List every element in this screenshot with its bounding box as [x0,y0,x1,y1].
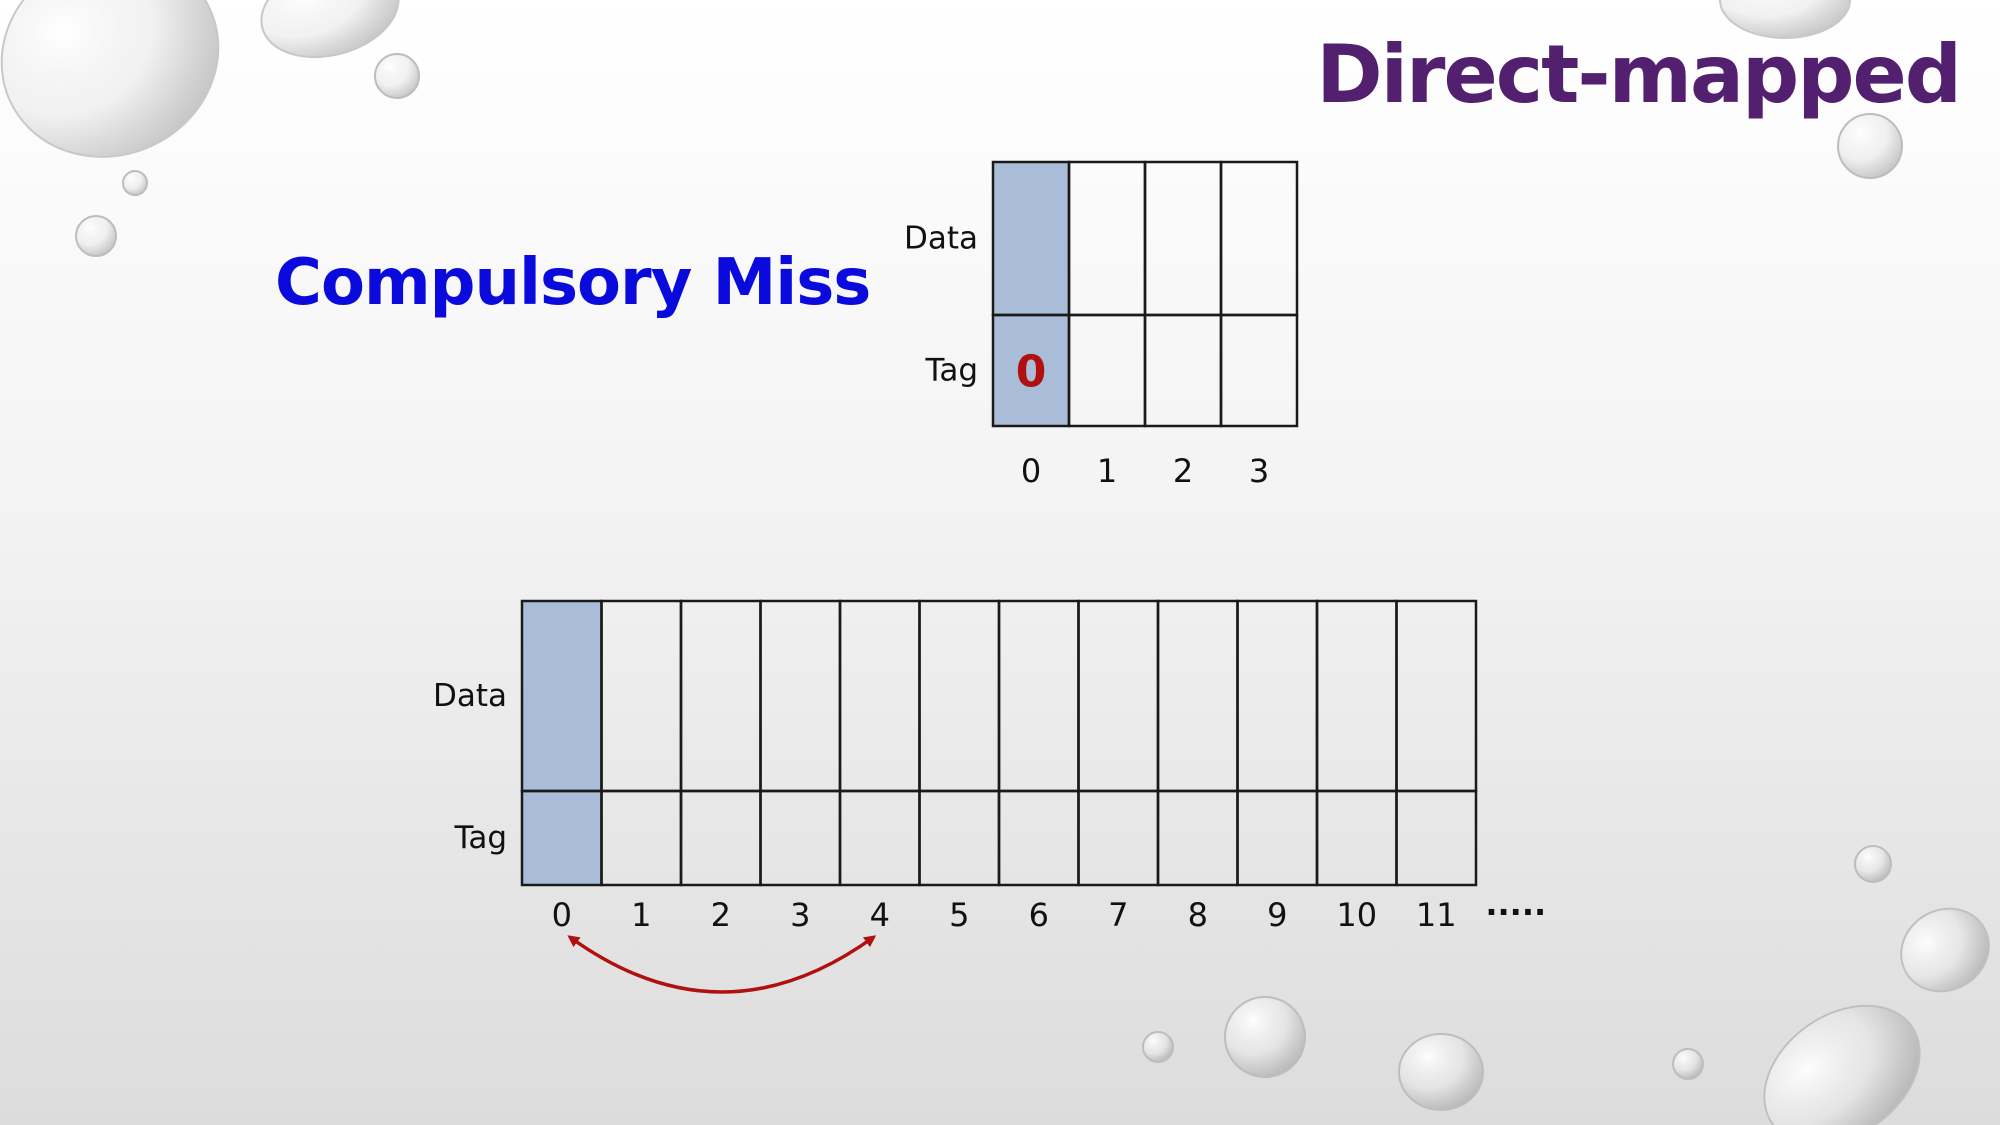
slide-title: Direct-mapped [1316,28,1962,121]
memory-diagram: 0 1 2 3 4 5 6 7 8 9 10 11 DataTag..... [433,599,1546,934]
memory-tag-cell [1236,789,1319,887]
memory-tag-row-label: Tag [454,820,507,856]
memory-tag-cell [1156,789,1239,887]
memory-index-label: 1 [631,896,651,934]
memory-data-cell [1077,599,1160,793]
memory-index-label: 6 [1029,896,1049,934]
cache-data-row-label: Data [904,221,978,257]
memory-data-cell [918,599,1001,793]
cache-index-label: 2 [1173,452,1193,490]
cache-tag-cell [1219,313,1299,428]
memory-index-label: 3 [790,896,810,934]
memory-tag-cell [1395,789,1478,887]
memory-index-label: 8 [1188,896,1208,934]
memory-index-label: 9 [1267,896,1287,934]
memory-index-label: 4 [870,896,890,934]
memory-highlighted-block [522,601,602,885]
cache-data-cell [1143,160,1223,317]
memory-tag-cell [1315,789,1398,887]
memory-index-label: 11 [1416,896,1457,934]
cache-data-cell [1219,160,1299,317]
cache-data-cell [1067,160,1147,317]
memory-data-cell [1156,599,1239,793]
memory-index-label: 5 [949,896,969,934]
cache-tag-cell [1067,313,1147,428]
memory-tag-cell [679,789,762,887]
memory-data-cell [1315,599,1398,793]
memory-index-label: 2 [711,896,731,934]
memory-data-cell [1236,599,1319,793]
cache-tag-row-label: Tag [925,353,978,389]
memory-data-cell [838,599,921,793]
memory-tag-cell [918,789,1001,887]
memory-index-label: 10 [1336,896,1377,934]
memory-tag-cell [1077,789,1160,887]
cache-index-label: 1 [1097,452,1117,490]
memory-index-label: 7 [1108,896,1128,934]
memory-tag-cell [759,789,842,887]
cache-index-label: 0 [1021,452,1041,490]
memory-data-cell [1395,599,1478,793]
cache-tag-cell [1143,313,1223,428]
memory-tag-cell [997,789,1080,887]
cache-tag-value: 0 [1016,347,1047,398]
memory-tag-cell [838,789,921,887]
memory-index-label: 0 [552,896,572,934]
memory-data-row-label: Data [433,678,507,714]
memory-ellipsis: ..... [1485,885,1546,923]
cache-highlighted-block [993,162,1069,426]
mapping-arrow [567,935,877,994]
memory-data-cell [600,599,683,793]
cache-index-label: 3 [1249,452,1269,490]
subtitle-compulsory-miss: Compulsory Miss [275,246,871,320]
memory-data-cell [759,599,842,793]
memory-data-cell [997,599,1080,793]
memory-tag-cell [600,789,683,887]
memory-data-cell [679,599,762,793]
